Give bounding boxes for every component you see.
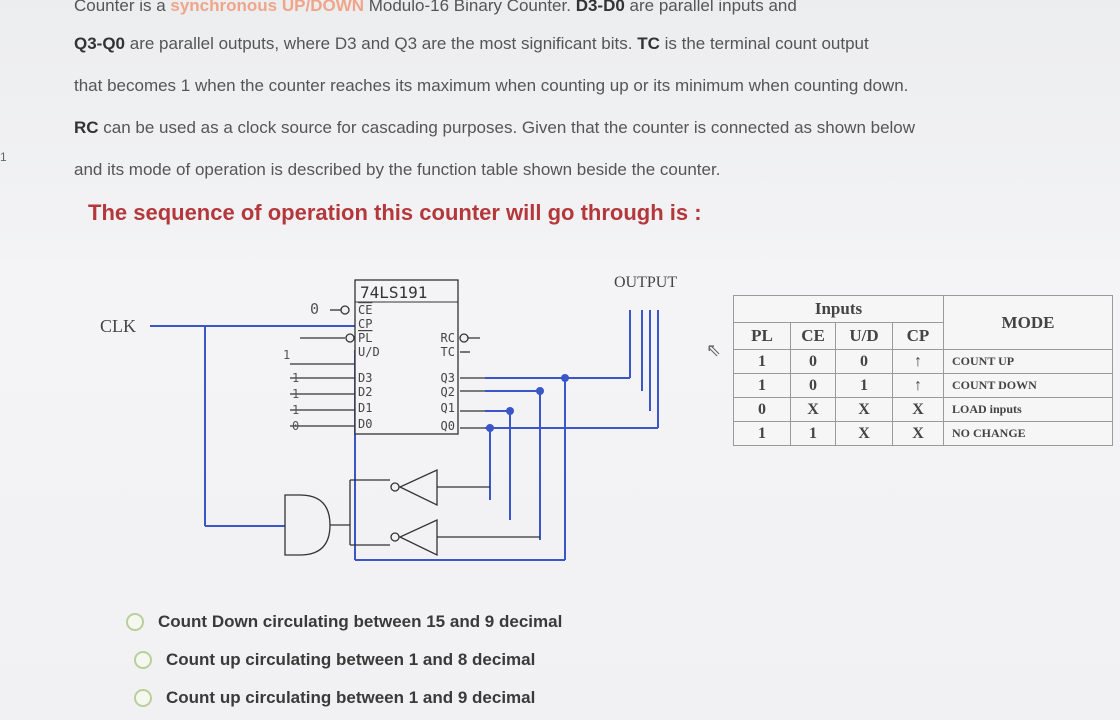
pin-ce: CE — [358, 303, 372, 317]
answer-option-1[interactable]: Count Down circulating between 15 and 9 … — [126, 612, 562, 632]
col-ce: CE — [790, 322, 836, 350]
pin-q3: Q3 — [441, 371, 455, 385]
question-line-4: RC can be used as a clock source for cas… — [74, 118, 1054, 138]
question-line-5: and its mode of operation is described b… — [74, 160, 721, 179]
line1-rest: Modulo-16 Binary Counter. — [364, 0, 576, 15]
line1-end: are parallel inputs and — [624, 0, 797, 15]
line2-bold2: TC — [637, 34, 660, 53]
col-cp: CP — [892, 322, 944, 350]
line1-highlight: synchronous UP/DOWN — [170, 0, 365, 15]
pin-pl: PL — [358, 331, 372, 345]
mode-header: MODE — [943, 295, 1113, 350]
inputs-header: Inputs — [733, 295, 944, 323]
cell-ud: X — [835, 421, 893, 446]
pin-cp: CP — [358, 317, 372, 331]
question-line-3: that becomes 1 when the counter reaches … — [74, 76, 909, 95]
window-edge-mark: 1 — [0, 150, 7, 164]
cell-ce: X — [790, 397, 836, 422]
rc-inversion-bubble — [459, 333, 469, 343]
d3-constant: 1 — [292, 371, 299, 385]
cell-ce: 1 — [790, 421, 836, 446]
col-pl: PL — [733, 322, 791, 350]
ic-label: 74LS191 — [360, 283, 427, 302]
line2-end: is the terminal count output — [659, 34, 869, 53]
table-row: 1 1 X X NO CHANGE — [733, 421, 1113, 446]
cell-cp: ↑ — [892, 373, 944, 398]
answer-option-2[interactable]: Count up circulating between 1 and 8 dec… — [134, 650, 535, 670]
cell-mode: COUNT DOWN — [943, 373, 1113, 398]
clk-label: CLK — [100, 316, 136, 336]
cell-pl: 0 — [733, 397, 791, 422]
table-row: 1 0 0 ↑ COUNT UP — [733, 349, 1113, 374]
radio-button[interactable] — [126, 613, 144, 631]
line1-prefix: Counter is a — [74, 0, 171, 15]
radio-button[interactable] — [134, 689, 152, 707]
table-row: 0 X X X LOAD inputs — [733, 397, 1113, 422]
option-label: Count up circulating between 1 and 9 dec… — [166, 688, 536, 707]
col-ud: U/D — [835, 322, 893, 350]
d0-constant: 0 — [292, 419, 299, 433]
pin-q0: Q0 — [441, 419, 455, 433]
function-table: Inputs MODE PL CE U/D CP 1 0 0 ↑ COUNT U… — [733, 295, 1113, 446]
cell-ud: 1 — [835, 373, 893, 398]
ce-constant: 0 — [310, 300, 319, 318]
pin-rc: RC — [441, 331, 455, 345]
ic-74ls191 — [354, 279, 459, 435]
cell-ce: 0 — [790, 373, 836, 398]
cell-ud: X — [835, 397, 893, 422]
ud-constant: 1 — [283, 348, 290, 362]
line2-rest: are parallel outputs, where D3 and Q3 ar… — [125, 34, 638, 53]
blue-wiring — [150, 310, 659, 561]
black-wiring — [284, 309, 540, 557]
pin-d0: D0 — [358, 417, 372, 431]
cell-cp: ↑ — [892, 349, 944, 374]
cell-mode: LOAD inputs — [943, 397, 1113, 422]
pin-d1: D1 — [358, 401, 372, 415]
line2-bold: Q3-Q0 — [74, 34, 126, 53]
cell-pl: 1 — [733, 373, 791, 398]
pin-q1: Q1 — [441, 401, 455, 415]
output-label: OUTPUT — [614, 274, 677, 291]
pin-ud: U/D — [358, 345, 380, 359]
option-label: Count Down circulating between 15 and 9 … — [158, 612, 563, 631]
cell-mode: COUNT UP — [943, 349, 1113, 374]
cell-ud: 0 — [835, 349, 893, 374]
answer-option-3[interactable]: Count up circulating between 1 and 9 dec… — [134, 688, 535, 708]
pin-q2: Q2 — [441, 385, 455, 399]
ic-left-pins: CE CP PL U/D D3 D2 D1 D0 — [358, 303, 380, 431]
mouse-cursor-icon: ⇖ — [706, 340, 722, 360]
ce-inversion-bubble — [340, 305, 350, 315]
question-line-1: Counter is a synchronous UP/DOWN Modulo-… — [74, 0, 1054, 16]
pin-tc: TC — [441, 345, 455, 359]
wire-junctions — [486, 374, 569, 432]
cell-cp: X — [892, 397, 944, 422]
d1-constant: 1 — [292, 403, 299, 417]
cell-ce: 0 — [790, 349, 836, 374]
ic-right-pins: RC TC Q3 Q2 Q1 Q0 — [441, 331, 455, 433]
table-row: 1 0 1 ↑ COUNT DOWN — [733, 373, 1113, 398]
question-line-2: Q3-Q0 are parallel outputs, where D3 and… — [74, 34, 1054, 54]
cell-mode: NO CHANGE — [943, 421, 1113, 446]
counter-circuit-diagram: 74LS191 CE CP PL U/D D3 D2 D1 D0 RC TC Q… — [100, 274, 677, 561]
pin-d2: D2 — [358, 385, 372, 399]
line4-bold: RC — [74, 118, 99, 137]
question-prompt: The sequence of operation this counter w… — [88, 200, 702, 225]
pl-inversion-bubble — [345, 333, 355, 343]
line4-rest: can be used as a clock source for cascad… — [98, 118, 916, 137]
pin-d3: D3 — [358, 371, 372, 385]
d2-constant: 1 — [292, 387, 299, 401]
option-label: Count up circulating between 1 and 8 dec… — [166, 650, 536, 669]
input-constants: 0 1 1 1 1 0 — [283, 300, 319, 433]
cell-pl: 1 — [733, 421, 791, 446]
cell-cp: X — [892, 421, 944, 446]
radio-button[interactable] — [134, 651, 152, 669]
cell-pl: 1 — [733, 349, 791, 374]
line1-bold: D3-D0 — [575, 0, 625, 15]
